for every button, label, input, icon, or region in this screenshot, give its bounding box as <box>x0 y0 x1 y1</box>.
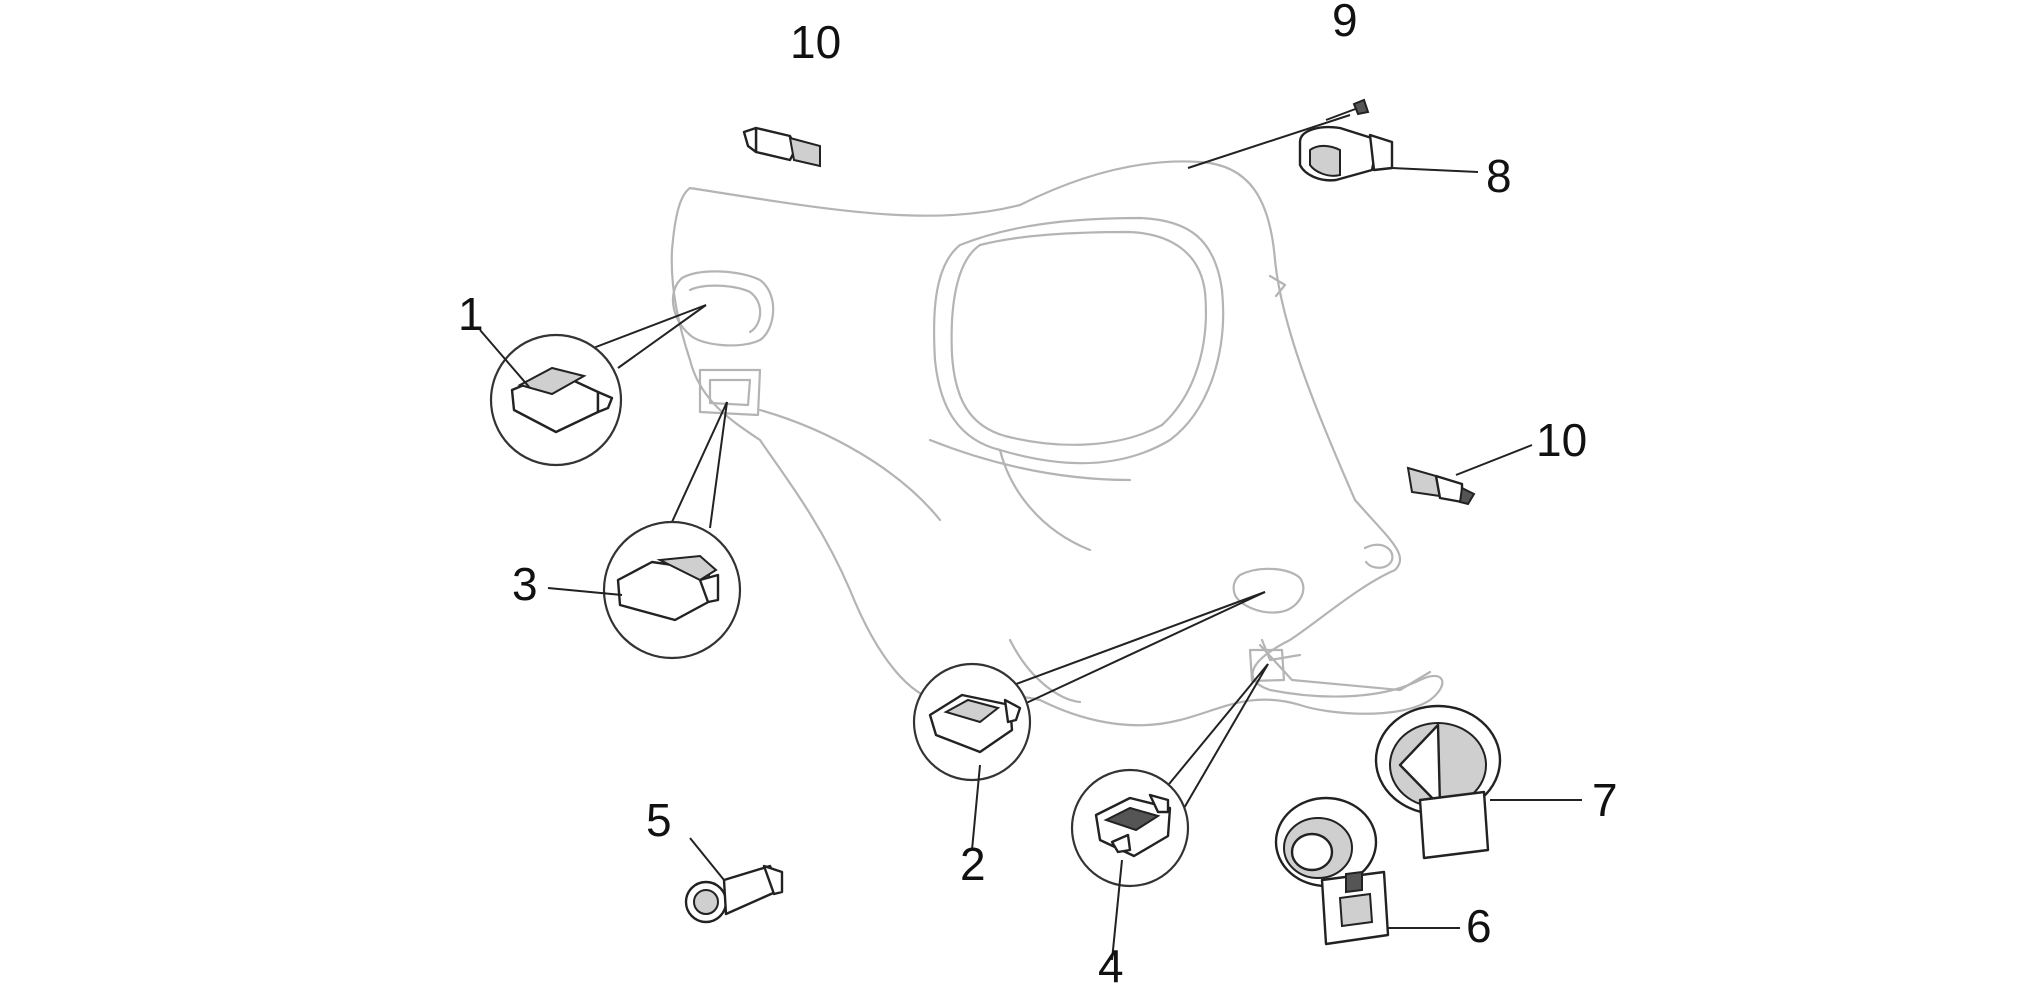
callout-leaders <box>479 329 1123 961</box>
callout-labels: 10 9 8 1 10 3 2 7 5 4 6 <box>458 0 1618 990</box>
detail-circle-4 <box>1070 768 1190 888</box>
part-6-ignition-switch <box>1274 796 1460 946</box>
callout-1: 1 <box>458 288 484 340</box>
part-10-right <box>1406 444 1533 506</box>
callout-10-right: 10 <box>1536 414 1587 466</box>
callout-6: 6 <box>1466 900 1492 952</box>
detail-circle-3 <box>602 520 742 660</box>
part-9-screw <box>1325 98 1370 121</box>
callout-4: 4 <box>1098 940 1124 990</box>
callout-5: 5 <box>646 794 672 846</box>
callout-3: 3 <box>512 558 538 610</box>
part-10-top <box>742 126 821 168</box>
part-7-ring-housing <box>1374 704 1582 860</box>
part-8-bracket <box>1298 126 1479 182</box>
handlebar-cover <box>670 160 1444 727</box>
callout-2: 2 <box>960 838 986 890</box>
leader-lines <box>587 114 1351 816</box>
part-5-connector <box>684 837 784 924</box>
callout-7: 7 <box>1592 774 1618 826</box>
callout-9: 9 <box>1332 0 1358 46</box>
callout-10-top: 10 <box>790 16 841 68</box>
callout-8: 8 <box>1486 150 1512 202</box>
detail-circle-2 <box>912 662 1032 782</box>
detail-circle-1 <box>489 333 623 467</box>
